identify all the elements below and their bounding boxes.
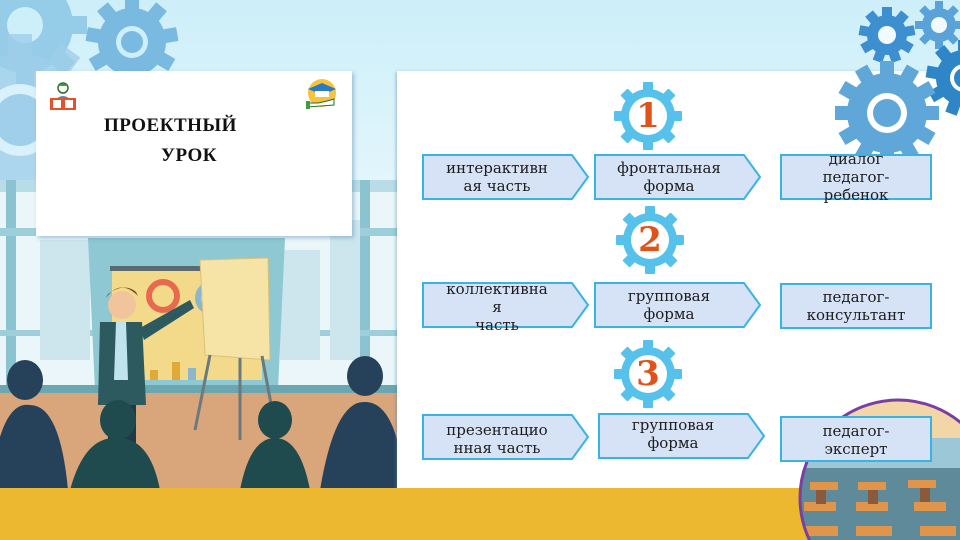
step-3-form-label: групповая форма (631, 416, 715, 452)
step-2-gear-badge: 2 (614, 204, 686, 276)
student-reading-book-icon (50, 82, 76, 110)
chevron-arrow-shape (422, 154, 590, 200)
chevron-arrow-shape (422, 414, 590, 460)
title-card: ПРОЕКТНЫЙ УРОК (36, 71, 352, 236)
step-3-form-box: групповая форма (598, 413, 766, 459)
chevron-arrow-shape (594, 282, 762, 328)
step-1-role-box: диалог педагог- ребенок (780, 150, 932, 204)
rectangle-shape (780, 416, 932, 462)
background-gear-icon (925, 40, 960, 116)
step-2-form-label: групповая форма (627, 287, 711, 323)
step-1-form-box: фронтальная форма (594, 154, 762, 200)
step-2-part-label: коллективна я часть (446, 280, 548, 334)
step-3-gear-badge: 3 (612, 338, 684, 410)
background-gear-icon (915, 1, 960, 49)
step-2-part-box: коллективна я часть (422, 280, 590, 334)
step-number: 2 (638, 220, 662, 260)
step-2-role-box: педагог- консультант (780, 283, 932, 329)
rectangle-shape (780, 283, 932, 329)
step-2-form-box: групповая форма (594, 282, 762, 328)
rectangle-shape (780, 154, 932, 200)
graduation-cap-hand-icon (306, 79, 336, 109)
step-3-part-box: презентацио нная часть (422, 414, 590, 460)
step-1-form-label: фронтальная форма (617, 159, 721, 195)
title-line-2: УРОК (161, 145, 217, 166)
background-gear-icon (858, 7, 916, 64)
chevron-arrow-shape (594, 154, 762, 200)
step-1-part-box: интерактивн ая часть (422, 154, 590, 200)
step-number: 1 (636, 96, 660, 136)
step-1-role-label: диалог педагог- ребенок (822, 150, 890, 204)
step-3-role-box: педагог- эксперт (780, 416, 932, 462)
step-1-gear-badge: 1 (612, 80, 684, 152)
chevron-arrow-shape (598, 413, 766, 459)
step-1-part-label: интерактивн ая часть (446, 159, 548, 195)
step-2-role-label: педагог- консультант (806, 288, 906, 324)
background-gear-icon (835, 61, 939, 165)
step-3-part-label: презентацио нная часть (446, 421, 548, 457)
background-gear-icon (85, 0, 179, 88)
step-number: 3 (636, 354, 660, 394)
chevron-arrow-shape (422, 282, 590, 328)
title-line-1: ПРОЕКТНЫЙ (104, 115, 237, 136)
step-3-role-label: педагог- эксперт (822, 422, 890, 458)
